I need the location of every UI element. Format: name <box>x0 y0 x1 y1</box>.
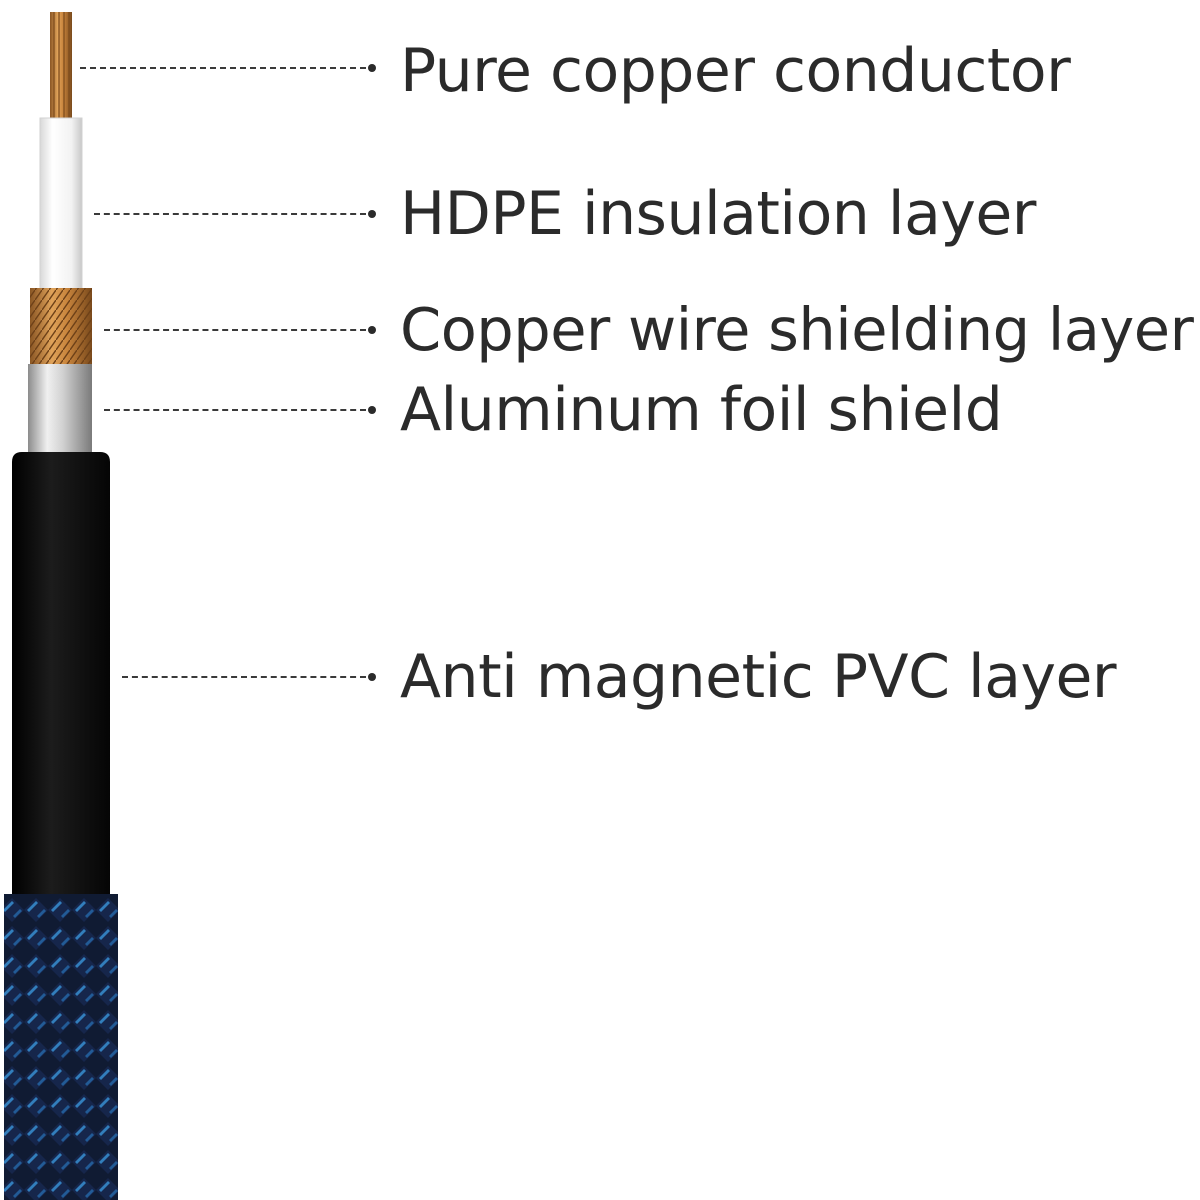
leader-line-copper-shield <box>104 329 366 331</box>
leader-line-conductor <box>80 67 366 69</box>
label-pure-copper-conductor: Pure copper conductor <box>400 36 1071 106</box>
leader-line-pvc <box>122 676 366 678</box>
braided-sleeve-shade <box>4 894 118 1200</box>
label-anti-magnetic-pvc-layer: Anti magnetic PVC layer <box>400 642 1117 712</box>
hdpe-insulation <box>39 117 83 291</box>
leader-dot-foil-shield <box>368 406 376 414</box>
aluminum-foil <box>28 364 92 454</box>
copper-conductor <box>50 12 72 120</box>
braided-sleeve <box>4 894 118 1200</box>
conductor-strand-lines <box>53 12 70 120</box>
label-copper-wire-shielding-layer: Copper wire shielding layer <box>400 295 1194 364</box>
leader-dot-conductor <box>368 64 376 72</box>
leader-dot-insulation <box>368 210 376 218</box>
label-aluminum-foil-shield: Aluminum foil shield <box>400 375 1003 445</box>
copper-braid-texture <box>30 288 92 364</box>
leader-line-insulation <box>94 213 366 215</box>
leader-dot-pvc <box>368 673 376 681</box>
leader-dot-copper-shield <box>368 326 376 334</box>
pvc-jacket <box>12 452 110 896</box>
leader-line-foil-shield <box>104 409 366 411</box>
label-hdpe-insulation-layer: HDPE insulation layer <box>400 179 1036 249</box>
